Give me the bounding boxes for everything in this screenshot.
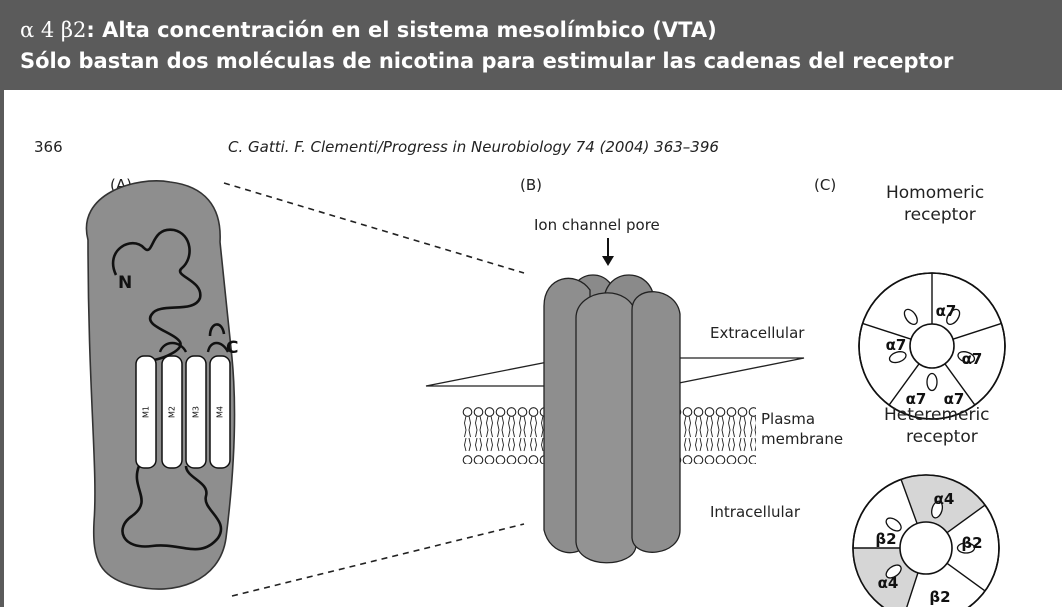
helix-label: M2 xyxy=(168,406,177,418)
panel-c-label: (C) xyxy=(814,176,836,194)
subunit-label: β2 xyxy=(875,530,896,548)
banner-greek: α 4 β2 xyxy=(20,18,86,42)
lipid-bilayer-left xyxy=(462,406,548,464)
citation: C. Gatti. F. Clementi/Progress in Neurob… xyxy=(228,138,719,156)
n-terminus-label: N xyxy=(118,273,132,293)
page-number: 366 xyxy=(34,138,63,156)
heteromeric-receptor-diagram: α4 β2 β2 α4 β2 xyxy=(853,475,999,607)
homomeric-label-line-2: receptor xyxy=(904,205,976,225)
banner-line-1: α 4 β2: Alta concentración en el sistema… xyxy=(20,18,717,42)
subunit-label: β2 xyxy=(929,588,950,606)
figure-panel: 366 C. Gatti. F. Clementi/Progress in Ne… xyxy=(0,90,1062,607)
zoom-line-top xyxy=(224,183,524,273)
panel-b-label: (B) xyxy=(520,176,542,194)
helix-label: M4 xyxy=(216,406,225,418)
intracellular-label: Intracellular xyxy=(710,503,801,521)
panel-a-subunit: N C M1 M2 M3 M4 xyxy=(86,181,238,589)
helix-label: M1 xyxy=(142,406,151,418)
title-banner: α 4 β2: Alta concentración en el sistema… xyxy=(0,0,1062,90)
subunit-cylinder-front-2 xyxy=(576,293,636,563)
banner-line-1-text: : Alta concentración en el sistema mesol… xyxy=(86,18,716,42)
pore-label: Ion channel pore xyxy=(534,216,660,234)
plasma-label-line-1: Plasma xyxy=(761,410,815,428)
banner-line-2: Sólo bastan dos moléculas de nicotina pa… xyxy=(20,49,953,73)
receptor-figure: 366 C. Gatti. F. Clementi/Progress in Ne… xyxy=(4,90,1062,607)
homomeric-label-line-1: Homomeric xyxy=(886,183,984,203)
heteromeric-label-line-1: Heteremeric xyxy=(884,405,990,425)
subunit-label: α7 xyxy=(886,336,907,354)
plasma-label-line-2: membrane xyxy=(761,430,843,448)
central-pore xyxy=(900,522,952,574)
subunit-cylinder-front-3 xyxy=(632,292,680,553)
panel-b-receptor: Ion channel pore Extracellular Plasma me… xyxy=(426,216,843,563)
heteromeric-label-line-2: receptor xyxy=(906,427,978,447)
subunit-label: α7 xyxy=(936,302,957,320)
subunit-label: α7 xyxy=(962,350,983,368)
binding-site-icon xyxy=(927,374,937,391)
pore-arrow-head xyxy=(602,256,614,266)
lipid-bilayer-right xyxy=(676,406,756,464)
c-terminus-label: C xyxy=(226,338,238,358)
helix-label: M3 xyxy=(192,406,201,418)
subunit-label: α4 xyxy=(878,574,899,592)
central-pore xyxy=(910,324,954,368)
zoom-line-bottom xyxy=(232,524,524,596)
subunit-label: α4 xyxy=(934,490,955,508)
subunit-label: β2 xyxy=(961,534,982,552)
extracellular-label: Extracellular xyxy=(710,324,805,342)
